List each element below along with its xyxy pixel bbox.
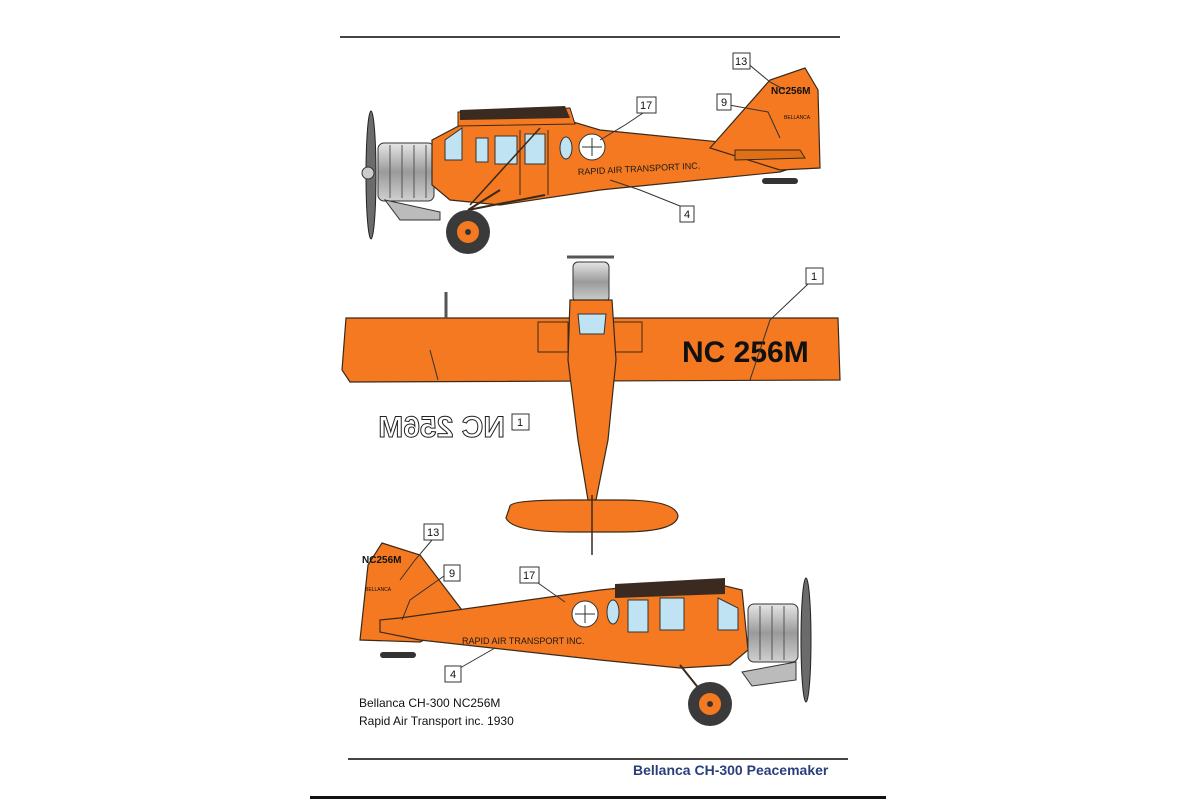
callout-9-bottom: 9 (401, 564, 461, 621)
svg-text:17: 17 (523, 570, 535, 582)
wing-registration-mirrored: NC 256M (378, 411, 505, 444)
fuselage-lettering-bottom: RAPID AIR TRANSPORT INC. (462, 636, 585, 646)
svg-text:17: 17 (640, 100, 652, 112)
caption-line-2: Rapid Air Transport inc. 1930 (359, 714, 514, 728)
svg-text:4: 4 (684, 209, 690, 221)
callout-1-plan: 1 (749, 267, 824, 381)
sheet-edge (310, 796, 886, 799)
callout-9-top: 9 (716, 93, 781, 139)
callout-1-mirrored: 1 (429, 349, 530, 431)
callout-4-top: 4 (609, 179, 695, 223)
tail-registration-bottom: NC256M (362, 555, 401, 566)
bottom-rule (348, 758, 848, 760)
side-view-right: RAPID AIR TRANSPORT INC. NC256M BELLANCA (359, 542, 812, 726)
propeller-top (361, 110, 377, 240)
svg-text:9: 9 (449, 568, 455, 580)
sheet-title: Bellanca CH-300 Peacemaker (633, 762, 829, 778)
tail-registration-top: NC256M (771, 86, 810, 97)
svg-text:1: 1 (811, 271, 817, 283)
side-view-left: RAPID AIR TRANSPORT INC. NC256M BELLANCA (361, 67, 821, 254)
callout-17-bottom: 17 (519, 566, 566, 603)
svg-text:13: 13 (735, 56, 747, 68)
callout-17-top: 17 (599, 96, 657, 141)
fuselage-bottom (379, 579, 749, 669)
plan-view: NC 256M NC 256M (341, 255, 841, 555)
caption-line-1: Bellanca CH-300 NC256M (359, 696, 501, 710)
svg-text:1: 1 (517, 417, 523, 429)
propeller-bottom (800, 577, 812, 703)
top-rule (340, 36, 840, 38)
svg-text:4: 4 (450, 669, 456, 681)
callout-13-bottom: 13 (399, 523, 444, 581)
tail-fin-top (708, 67, 821, 171)
callout-4-bottom: 4 (444, 647, 496, 683)
wing-registration: NC 256M (682, 336, 809, 369)
callout-13-top: 13 (732, 52, 786, 91)
tail-maker-bottom: BELLANCA (365, 587, 392, 593)
tail-maker-top: BELLANCA (784, 115, 811, 121)
svg-text:9: 9 (721, 97, 727, 109)
svg-text:13: 13 (427, 527, 439, 539)
radial-engine-top (377, 142, 441, 221)
